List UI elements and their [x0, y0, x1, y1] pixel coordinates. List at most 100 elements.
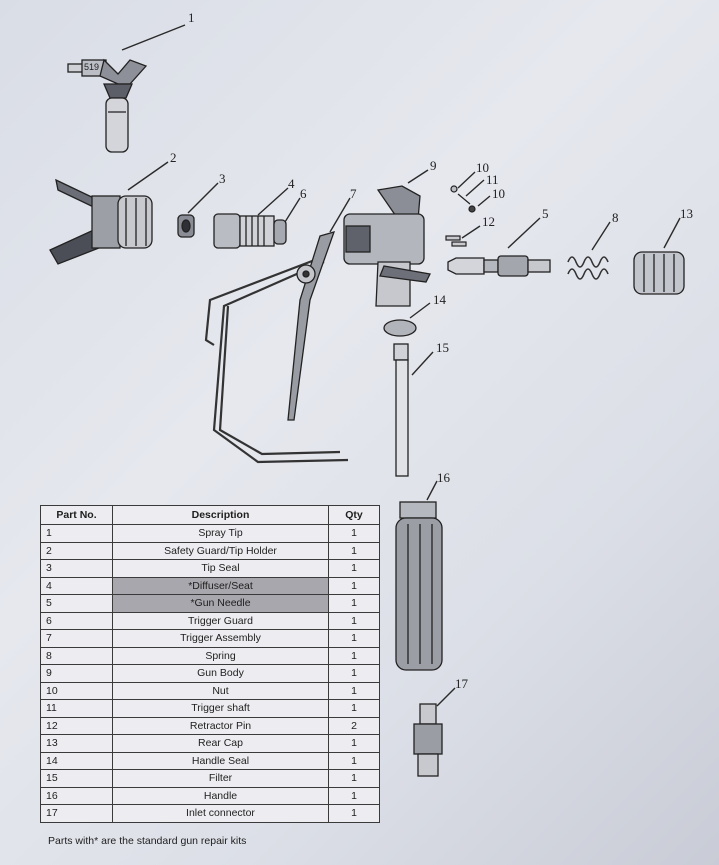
spring-part	[567, 256, 609, 280]
description-cell: Spray Tip	[112, 524, 329, 543]
table-row: 2 Safety Guard/Tip Holder 1	[40, 541, 380, 560]
table-row: 15 Filter 1	[40, 769, 380, 788]
description-cell: Filter	[112, 769, 329, 788]
part-no-cell: 13	[40, 734, 113, 753]
table-row: 17 Inlet connector 1	[40, 804, 380, 823]
leader-line-12	[461, 225, 481, 239]
qty-cell: 1	[328, 804, 380, 823]
part-no-cell: 2	[40, 541, 113, 560]
table-row: 16 Handle 1	[40, 786, 380, 805]
diffuser-seat-part	[213, 213, 287, 249]
part-no-cell: 17	[40, 804, 113, 823]
table-row: 14 Handle Seal 1	[40, 751, 380, 770]
description-cell: Nut	[112, 681, 329, 700]
table-row: 10 Nut 1	[40, 681, 380, 700]
leader-line-2	[127, 161, 169, 191]
callout-15: 15	[436, 340, 449, 355]
part-no-cell: 8	[40, 646, 113, 665]
qty-cell: 1	[328, 594, 380, 613]
repair-kit-footnote: Parts with* are the standard gun repair …	[48, 835, 247, 847]
parts-table: Part No. Description Qty 1 Spray Tip 1 2…	[40, 505, 380, 823]
leader-line-11	[465, 179, 485, 197]
description-cell: Safety Guard/Tip Holder	[112, 541, 329, 560]
qty-cell: 1	[328, 611, 380, 630]
table-row: 12 Retractor Pin 2	[40, 716, 380, 735]
callout-17: 17	[455, 676, 468, 691]
callout-1: 1	[188, 10, 195, 25]
leader-line-9	[407, 169, 429, 184]
table-header-row: Part No. Description Qty	[40, 505, 380, 525]
part-no-cell: 5	[40, 594, 113, 613]
callout-13: 13	[680, 206, 693, 221]
leader-line-7	[329, 197, 351, 233]
handle-seal-part	[383, 319, 417, 337]
tip-guard-part	[49, 178, 153, 265]
qty-cell: 2	[328, 716, 380, 735]
part-no-cell: 10	[40, 681, 113, 700]
callout-7: 7	[350, 186, 357, 201]
description-cell: Trigger shaft	[112, 699, 329, 718]
description-cell: *Diffuser/Seat	[112, 576, 329, 595]
callout-11: 11	[486, 172, 499, 187]
leader-line-15	[411, 351, 434, 376]
table-row: 11 Trigger shaft 1	[40, 699, 380, 718]
qty-cell: 1	[328, 751, 380, 770]
table-row: 4 *Diffuser/Seat 1	[40, 576, 380, 595]
part-no-cell: 9	[40, 664, 113, 683]
qty-cell: 1	[328, 559, 380, 578]
qty-cell: 1	[328, 524, 380, 543]
leader-line-10b	[477, 195, 491, 207]
table-row: 6 Trigger Guard 1	[40, 611, 380, 630]
qty-cell: 1	[328, 541, 380, 560]
description-cell: Handle	[112, 786, 329, 805]
callout-12: 12	[482, 214, 495, 229]
leader-line-8	[591, 221, 611, 251]
trigger-assembly-part	[287, 231, 336, 421]
description-cell: Spring	[112, 646, 329, 665]
nut-part	[450, 185, 476, 213]
leader-line-16	[426, 480, 438, 501]
trigger-guard-part	[204, 256, 349, 464]
leader-line-3	[187, 182, 219, 214]
gun-needle-part	[447, 255, 551, 277]
table-row: 5 *Gun Needle 1	[40, 594, 380, 613]
callout-2: 2	[170, 150, 177, 165]
qty-cell: 1	[328, 664, 380, 683]
description-cell: Retractor Pin	[112, 716, 329, 735]
qty-cell: 1	[328, 681, 380, 700]
retractor-pin-part	[445, 235, 467, 247]
header-qty: Qty	[328, 505, 380, 525]
table-row: 9 Gun Body 1	[40, 664, 380, 683]
table-row: 8 Spring 1	[40, 646, 380, 665]
description-cell: Tip Seal	[112, 559, 329, 578]
leader-line-6	[284, 197, 301, 223]
leader-line-4	[257, 187, 289, 216]
qty-cell: 1	[328, 629, 380, 648]
description-cell: Trigger Assembly	[112, 629, 329, 648]
part-no-cell: 16	[40, 786, 113, 805]
table-row: 3 Tip Seal 1	[40, 559, 380, 578]
callout-14: 14	[433, 292, 446, 307]
leader-line-1	[121, 24, 186, 51]
qty-cell: 1	[328, 769, 380, 788]
part-no-cell: 14	[40, 751, 113, 770]
part-no-cell: 7	[40, 629, 113, 648]
trigger-shaft-part	[457, 193, 471, 205]
rear-cap-part	[633, 251, 685, 295]
leader-line-14	[409, 302, 431, 319]
callout-9: 9	[430, 158, 437, 173]
callout-10b: 10	[492, 186, 505, 201]
callout-3: 3	[219, 171, 226, 186]
callout-5: 5	[542, 206, 549, 221]
spray-tip-part	[67, 58, 148, 153]
leader-line-10a	[457, 171, 476, 189]
description-cell: Handle Seal	[112, 751, 329, 770]
tip-seal-part	[177, 214, 195, 238]
header-description: Description	[112, 505, 329, 525]
qty-cell: 1	[328, 734, 380, 753]
part-no-cell: 4	[40, 576, 113, 595]
leader-line-13	[663, 217, 681, 249]
description-cell: Gun Body	[112, 664, 329, 683]
inlet-connector-part	[413, 703, 443, 777]
